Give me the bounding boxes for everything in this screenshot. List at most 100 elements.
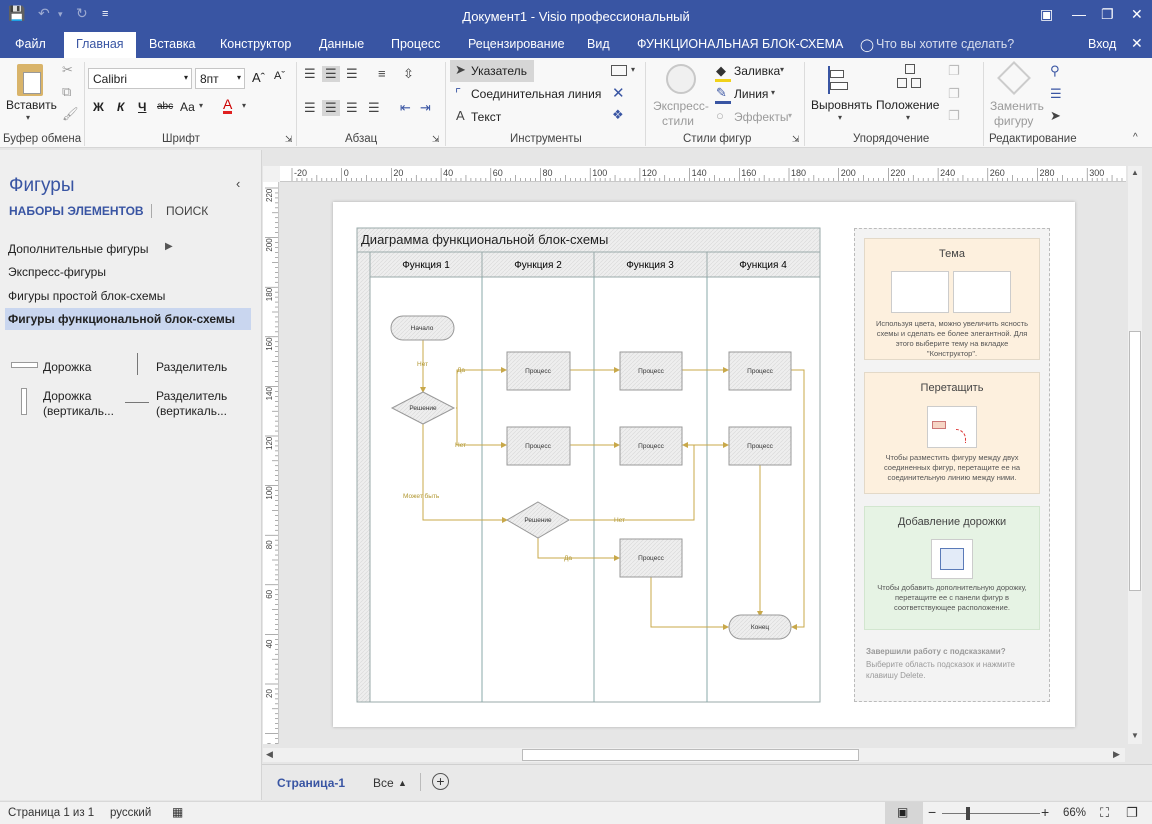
chevron-down-icon[interactable]: ▾ [199, 101, 204, 110]
status-language[interactable]: русский [110, 807, 152, 819]
presentation-mode-button[interactable]: ▣ [885, 802, 923, 824]
macro-icon[interactable]: ▦ [172, 805, 184, 819]
italic-button[interactable]: К [117, 100, 125, 114]
diagram-title[interactable]: Диаграмма функциональной блок-схемы [361, 232, 608, 247]
vertical-separator-label-2[interactable]: (вертикаль... [156, 404, 227, 418]
find-icon[interactable]: ⚲ [1050, 63, 1060, 78]
process-shape[interactable] [728, 426, 792, 466]
tab-review[interactable]: Рецензирование [468, 37, 565, 51]
vertical-swimlane-label-2[interactable]: (вертикаль... [43, 404, 114, 418]
close-icon[interactable]: ✕ [1131, 6, 1143, 22]
save-icon[interactable]: 💾 [8, 5, 26, 21]
cross-functional-diagram[interactable]: Диаграмма функциональной блок-схемы Функ… [356, 227, 822, 705]
fit-page-icon[interactable]: ⛶ [1100, 805, 1110, 820]
tab-search[interactable]: ПОИСК [166, 204, 209, 218]
all-pages-chevron-icon[interactable]: ▲ [398, 778, 407, 788]
grow-font-icon[interactable]: Aˆ [252, 70, 265, 85]
change-case-button[interactable]: Аа [180, 100, 195, 114]
collapse-ribbon-icon[interactable]: ^ [1133, 132, 1138, 143]
position-button[interactable]: Положение [876, 98, 940, 112]
zoom-slider-thumb[interactable] [966, 807, 970, 820]
format-painter-icon[interactable]: 🖌 [62, 106, 79, 121]
send-backward-icon[interactable]: ❐ [948, 86, 960, 101]
lane-header[interactable] [706, 251, 821, 278]
decision-shape[interactable] [390, 391, 456, 425]
zoom-in-icon[interactable]: + [1041, 804, 1050, 820]
align-left-icon[interactable]: ☰ [304, 100, 316, 115]
add-page-icon[interactable]: + [432, 773, 449, 790]
connector-tool-button[interactable]: Соединительная линия [471, 87, 602, 101]
redo-icon[interactable]: ↻ [76, 5, 88, 21]
layers-icon[interactable]: ☰ [1050, 86, 1062, 101]
stencil-item-basic-flowchart[interactable]: Фигуры простой блок-схемы [8, 289, 166, 303]
chevron-down-icon[interactable]: ▾ [838, 113, 843, 122]
end-terminator[interactable] [728, 614, 792, 640]
tab-file[interactable]: Файл [15, 37, 46, 51]
swimlane-shape-label[interactable]: Дорожка [43, 360, 92, 374]
dialog-launcher-icon[interactable]: ⇲ [792, 134, 800, 144]
horizontal-scroll-thumb[interactable] [522, 749, 859, 761]
strikethrough-button[interactable]: abc [157, 101, 174, 112]
dialog-launcher-icon[interactable]: ⇲ [285, 134, 293, 144]
undo-icon[interactable]: ↶ [38, 5, 50, 21]
bold-button[interactable]: Ж [93, 100, 104, 114]
align-center-icon[interactable]: ☰ [322, 100, 340, 116]
justify-icon[interactable]: ☰ [368, 100, 380, 115]
decision-shape[interactable] [506, 501, 570, 539]
lane-header[interactable] [481, 251, 595, 278]
tellme-box[interactable]: Что вы хотите сделать? [876, 37, 1015, 51]
quick-styles-icon[interactable] [666, 64, 696, 94]
align-bottom-icon[interactable]: ☰ [346, 66, 358, 81]
tab-process[interactable]: Процесс [391, 37, 441, 51]
align-icon[interactable] [828, 66, 848, 94]
paste-icon[interactable] [17, 64, 43, 96]
vertical-swimlane-shape-icon[interactable] [21, 388, 27, 415]
underline-button[interactable]: Ч [138, 100, 147, 114]
zoom-out-icon[interactable]: − [928, 804, 937, 820]
start-terminator[interactable] [390, 315, 455, 341]
connector-yes-2[interactable] [537, 536, 620, 561]
tab-home[interactable]: Главная [64, 32, 136, 58]
diagram-title-bar[interactable] [356, 227, 821, 253]
align-middle-icon[interactable]: ☰ [322, 66, 340, 82]
tab-data[interactable]: Данные [319, 37, 365, 51]
align-button[interactable]: Выровнять [811, 98, 873, 112]
restore-icon[interactable]: ❐ [1101, 6, 1114, 22]
collapse-pane-icon[interactable]: ‹ [236, 176, 241, 191]
copy-icon[interactable]: ⧉ [62, 84, 72, 99]
tab-insert[interactable]: Вставка [149, 37, 196, 51]
connector-icon[interactable]: ⌜ [455, 86, 462, 101]
customize-quick-access-icon[interactable]: ≡ [102, 8, 109, 20]
line-button[interactable]: Линия [734, 87, 769, 101]
scroll-left-icon[interactable]: ◀ [266, 749, 273, 759]
rectangle-tool-icon[interactable] [611, 65, 627, 76]
paste-button[interactable]: Вставить [6, 98, 57, 112]
scroll-right-icon[interactable]: ▶ [1113, 749, 1120, 759]
fill-icon[interactable]: ◆ [716, 63, 726, 78]
zoom-level[interactable]: 66% [1063, 807, 1087, 819]
change-shape-icon[interactable] [997, 61, 1031, 95]
scroll-up-icon[interactable]: ▲ [1131, 168, 1139, 177]
undo-dropdown-icon[interactable]: ▾ [58, 9, 63, 19]
select-icon[interactable]: ➤ [1050, 108, 1061, 123]
vertical-scroll-thumb[interactable] [1129, 331, 1141, 591]
process-shape[interactable] [619, 351, 683, 391]
vertical-swimlane-label-1[interactable]: Дорожка [43, 389, 92, 403]
separator-shape-icon[interactable] [137, 353, 138, 375]
zoom-slider[interactable] [942, 813, 1040, 814]
shrink-font-icon[interactable]: Aˇ [274, 70, 285, 82]
font-name-combo[interactable]: Calibri▾ [88, 68, 192, 89]
process-shape[interactable] [619, 538, 683, 578]
scroll-down-icon[interactable]: ▼ [1131, 731, 1139, 740]
crop-tool-icon[interactable]: ❖ [612, 107, 624, 122]
process-shape[interactable] [506, 351, 571, 391]
effects-button[interactable]: Эффекты [734, 110, 789, 124]
fill-button[interactable]: Заливка [734, 64, 781, 78]
dialog-launcher-icon[interactable]: ⇲ [432, 134, 440, 144]
cut-icon[interactable]: ✂ [62, 62, 73, 77]
chevron-down-icon[interactable]: ▾ [906, 113, 911, 122]
process-shape[interactable] [619, 426, 683, 466]
switch-windows-icon[interactable]: ❐ [1126, 805, 1138, 820]
tab-view[interactable]: Вид [587, 37, 610, 51]
